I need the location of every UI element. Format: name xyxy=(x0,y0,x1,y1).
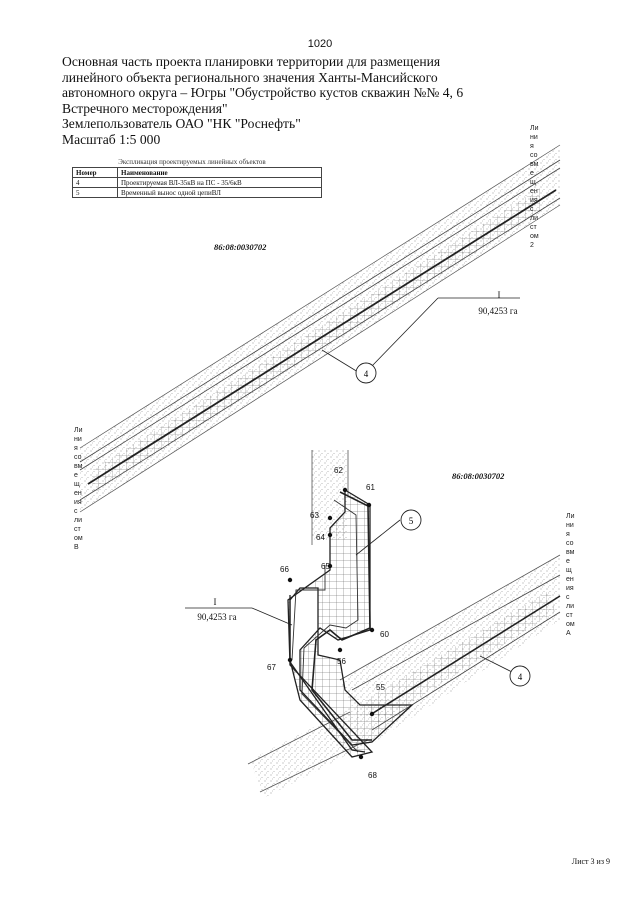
page-number: 1020 xyxy=(307,38,333,50)
boundary-points xyxy=(287,487,375,760)
vertical-label-fragment: вм xyxy=(530,161,539,168)
vertical-label-fragment: ен xyxy=(566,576,574,583)
vertical-label-fragment: ом xyxy=(530,233,539,240)
vertical-label-fragment: Ли xyxy=(530,125,539,132)
point-label: 62 xyxy=(334,466,343,475)
vertical-label-fragment: ли xyxy=(566,603,574,610)
point-label: 56 xyxy=(337,657,346,666)
object-label: 5 xyxy=(409,516,414,526)
vertical-label-fragment: щ xyxy=(530,179,536,186)
vertical-label-fragment: ли xyxy=(530,215,538,222)
legend-caption: Экспликация проектируемых линейных объек… xyxy=(118,158,266,166)
point-label: 67 xyxy=(267,663,276,672)
vertical-label-fragment: ни xyxy=(530,134,538,141)
vertical-label-fragment: А xyxy=(566,630,571,637)
vertical-label-fragment: со xyxy=(530,152,538,159)
title-line: автономного округа – Югры "Обустройство … xyxy=(62,85,464,100)
area-id: I xyxy=(497,290,501,300)
vertical-labels: Линиясовмещенияслистом2Линиясовмещениясл… xyxy=(74,125,575,637)
cadastral-label: 86:08:0030702 xyxy=(452,471,505,481)
vertical-label-fragment: с xyxy=(566,594,570,601)
legend-table: Номер Наименование 4 Проектируемая ВЛ-35… xyxy=(72,167,322,198)
vertical-label-fragment: ен xyxy=(530,188,538,195)
object-label: 4 xyxy=(518,672,523,682)
vertical-label-fragment: 2 xyxy=(530,242,534,249)
title-line: Основная часть проекта планировки террит… xyxy=(62,54,441,69)
vertical-label-fragment: ия xyxy=(566,585,574,592)
area-value: 90,4253 га xyxy=(197,612,237,622)
vertical-label-fragment: я xyxy=(530,143,534,150)
vertical-label-fragment: с xyxy=(530,206,534,213)
vertical-label-fragment: ни xyxy=(74,436,82,443)
vertical-label-fragment: со xyxy=(566,540,574,547)
area-value: 90,4253 га xyxy=(478,306,518,316)
area-label: I xyxy=(474,290,524,300)
point-label: 63 xyxy=(310,511,319,520)
vertical-label-fragment: В xyxy=(74,544,79,551)
vertical-label-fragment: е xyxy=(530,170,534,177)
point-label: 64 xyxy=(316,533,325,542)
object-label: 4 xyxy=(364,369,369,379)
vertical-label-fragment: Ли xyxy=(74,427,83,434)
point-label: 60 xyxy=(380,630,389,639)
title-line: Встречного месторождения" xyxy=(62,100,228,116)
vertical-label-fragment: ст xyxy=(74,526,82,533)
point-label: 68 xyxy=(368,771,377,780)
vertical-label-fragment: ия xyxy=(530,197,538,204)
vertical-label-fragment: с xyxy=(74,508,78,515)
vertical-label-fragment: ни xyxy=(566,522,574,529)
vertical-label-fragment: ли xyxy=(74,517,82,524)
cadastral-label: 86:08:0030702 xyxy=(214,242,267,252)
vertical-label-fragment: щ xyxy=(566,567,572,574)
vertical-label-fragment: ом xyxy=(566,621,575,628)
legend-row: 5 Временный вынос одной цепиВЛ xyxy=(72,187,322,198)
sheet-number: Лист 3 из 9 xyxy=(571,857,610,866)
upper-corridor xyxy=(79,144,561,513)
legend-cell-name: Временный вынос одной цепиВЛ xyxy=(117,187,322,198)
vertical-label-fragment: ст xyxy=(566,612,574,619)
point-label: 66 xyxy=(280,565,289,574)
vertical-label-fragment: ен xyxy=(74,490,82,497)
callout-circles xyxy=(355,362,531,687)
page-title: Основная часть проекта планировки террит… xyxy=(62,54,532,147)
relocation-polygon xyxy=(287,488,414,758)
vertical-label-fragment: со xyxy=(74,454,82,461)
vertical-label-fragment: вм xyxy=(566,549,575,556)
point-label: 65 xyxy=(321,562,330,571)
vertical-label-fragment: ст xyxy=(530,224,538,231)
title-line: линейного объекта регионального значения… xyxy=(62,69,438,85)
land-user: Землепользователь ОАО "НК "Роснефть" xyxy=(62,116,301,131)
vertical-label-fragment: вм xyxy=(74,463,83,470)
vertical-label-fragment: ия xyxy=(74,499,82,506)
vertical-label-fragment: ом xyxy=(74,535,83,542)
leader-lines xyxy=(185,297,520,673)
lower-right-corridor xyxy=(339,554,561,745)
scale-label: Масштаб 1:5 000 xyxy=(62,131,161,147)
vertical-label-fragment: щ xyxy=(74,481,80,488)
point-label: 55 xyxy=(376,683,385,692)
vertical-label-fragment: е xyxy=(566,558,570,565)
vertical-label-fragment: я xyxy=(566,531,570,538)
point-label: 61 xyxy=(366,483,375,492)
vertical-label-fragment: е xyxy=(74,472,78,479)
area-id: I xyxy=(213,597,217,607)
vertical-label-fragment: я xyxy=(74,445,78,452)
vertical-label-fragment: Ли xyxy=(566,513,575,520)
